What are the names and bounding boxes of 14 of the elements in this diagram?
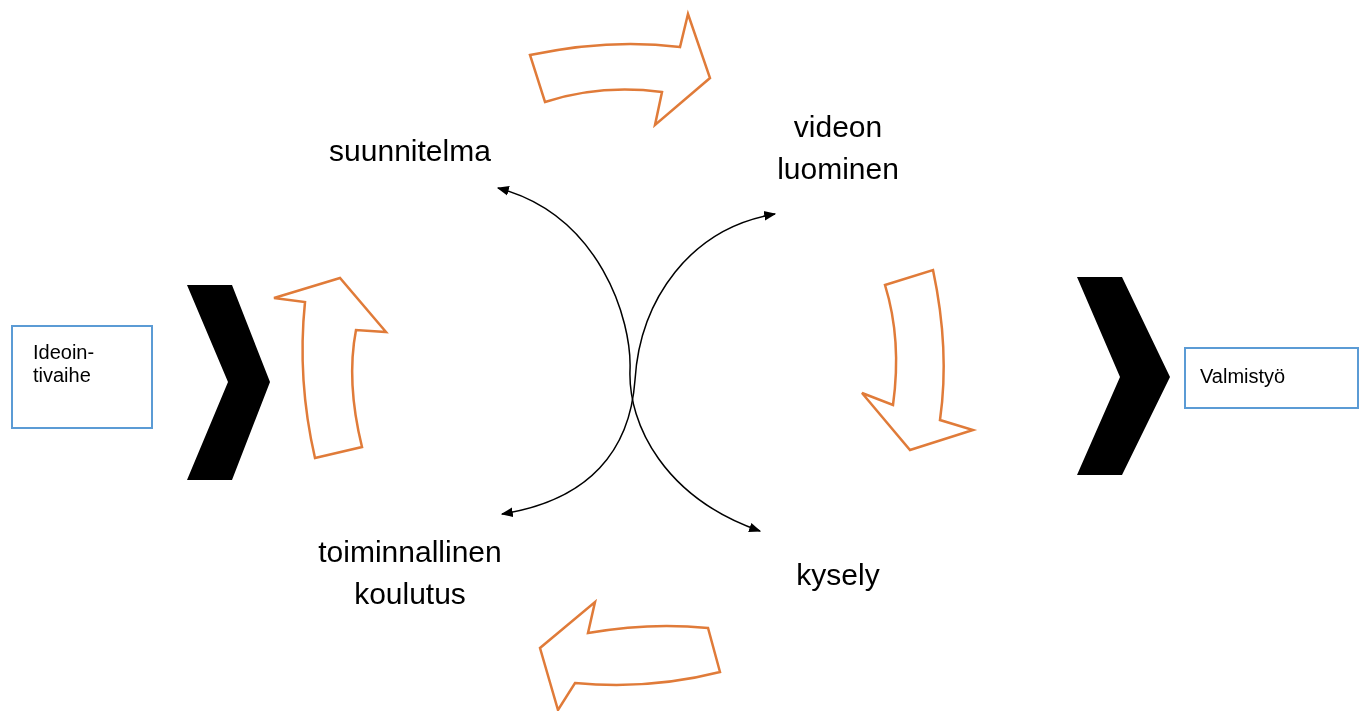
block-arrow [860, 268, 975, 452]
process-box: Valmistyö [1184, 347, 1359, 409]
step-label: kysely [780, 554, 896, 598]
chevron-arrow [187, 285, 270, 480]
block-arrow [272, 276, 388, 460]
step-label: suunnitelma [300, 130, 520, 174]
step-label: toiminnallinen koulutus [284, 531, 536, 619]
chevron-arrow [1077, 277, 1170, 475]
process-box: Ideoin-tivaihe [11, 325, 153, 429]
curved-arrow [496, 187, 762, 532]
curved-arrow [500, 211, 777, 517]
block-arrow [528, 12, 712, 127]
block-arrow [538, 600, 722, 711]
step-label: videon luominen [752, 106, 924, 194]
